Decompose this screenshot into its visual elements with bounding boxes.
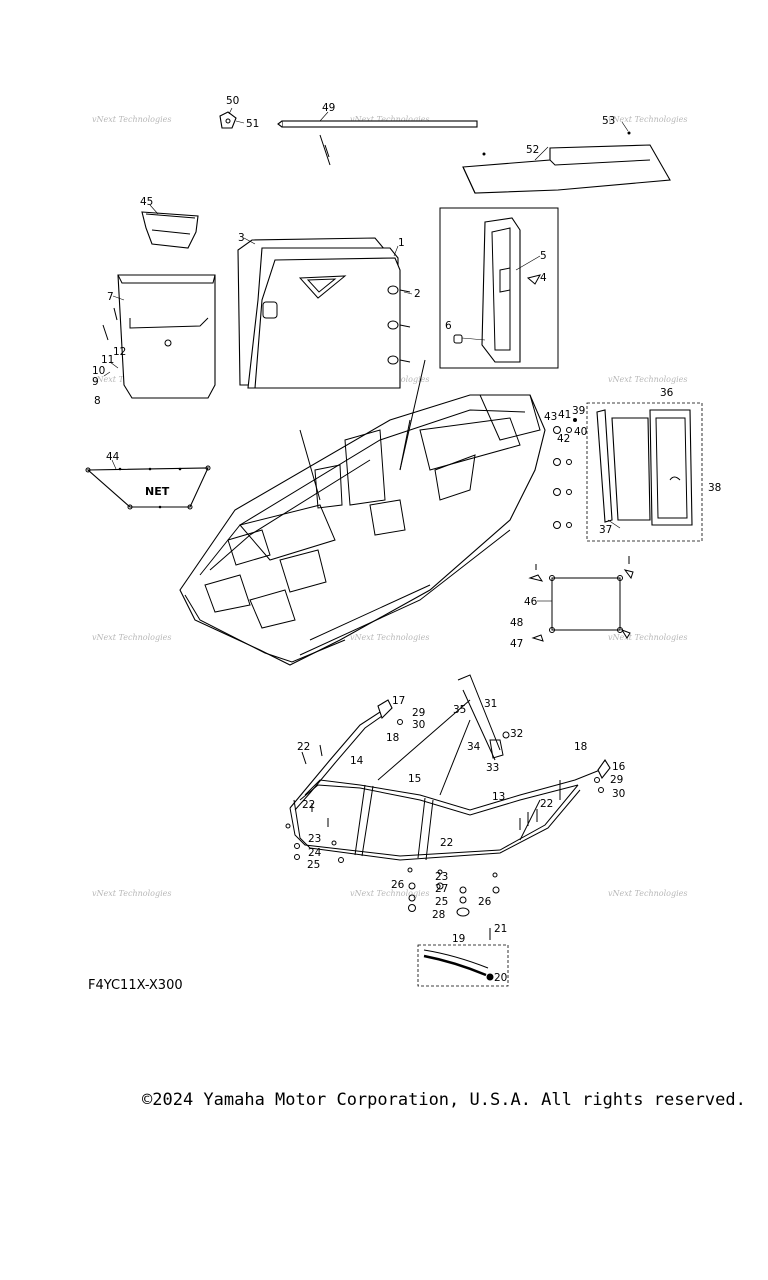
callout-9: 9 — [92, 376, 99, 388]
part-rod-49 — [277, 111, 478, 166]
watermark-text: vNext Technologies — [350, 115, 429, 124]
callout-23b: 23 — [435, 871, 448, 883]
callout-26a: 26 — [391, 879, 405, 891]
fastener-row — [285, 719, 604, 917]
callout-25a: 25 — [307, 859, 320, 871]
part-tray-45 — [141, 204, 199, 249]
callout-44: 44 — [106, 451, 120, 463]
callout-31: 31 — [484, 698, 497, 710]
callout-35: 35 — [453, 704, 466, 716]
callout-36: 36 — [660, 387, 674, 399]
callout-49: 49 — [322, 102, 335, 114]
callout-17: 17 — [392, 695, 405, 707]
watermark-text: vNext Technologies — [608, 633, 687, 642]
callout-16: 16 — [612, 761, 626, 773]
callout-53: 53 — [602, 115, 615, 127]
callout-52: 52 — [526, 144, 539, 156]
diagram-code: F4YC11X-X300 — [88, 978, 183, 993]
callout-29b: 29 — [610, 774, 623, 786]
callout-2: 2 — [414, 288, 421, 300]
callout-1: 1 — [398, 237, 405, 249]
callout-8: 8 — [94, 395, 101, 407]
callout-11: 11 — [101, 354, 114, 366]
callout-51: 51 — [246, 118, 259, 130]
watermark-text: vNext Technologies — [350, 889, 429, 898]
callout-28: 28 — [432, 909, 445, 921]
callout-14: 14 — [350, 755, 364, 767]
part-storage-52 — [462, 121, 671, 194]
watermark-text: vNext Technologies — [92, 889, 171, 898]
callout-6: 6 — [445, 320, 452, 332]
callout-3: 3 — [238, 232, 245, 244]
callout-22a: 22 — [297, 741, 310, 753]
callout-39: 39 — [572, 405, 585, 417]
callout-50: 50 — [226, 95, 239, 107]
watermark-text: vNext Technologies — [92, 115, 171, 124]
part-net-44: NET — [85, 459, 211, 510]
watermark-text: vNext Technologies — [608, 115, 687, 124]
callout-43: 43 — [544, 411, 557, 423]
part-clip-50 — [219, 107, 245, 129]
part-box-7 — [102, 274, 216, 399]
callout-38: 38 — [708, 482, 721, 494]
callout-41: 41 — [558, 409, 571, 421]
callout-23a: 23 — [308, 833, 321, 845]
watermark-text: vNext Technologies — [92, 633, 171, 642]
watermark-text: vNext Technologies — [608, 375, 687, 384]
callout-18a: 18 — [386, 732, 399, 744]
callout-19: 19 — [452, 933, 465, 945]
callout-48: 48 — [510, 617, 523, 629]
callout-46: 46 — [524, 596, 538, 608]
dashed-box-19 — [417, 928, 509, 987]
callout-30b: 30 — [612, 788, 625, 800]
dashed-box-36 — [586, 402, 703, 542]
callout-21: 21 — [494, 923, 507, 935]
copyright-notice: ©2024 Yamaha Motor Corporation, U.S.A. A… — [142, 1090, 746, 1110]
callout-22b: 22 — [302, 799, 315, 811]
boat-illustration — [179, 359, 546, 666]
watermark-text: vNext Technologies — [608, 889, 687, 898]
callout-18b: 18 — [574, 741, 587, 753]
net-label: NET — [145, 485, 170, 498]
callout-13: 13 — [492, 791, 505, 803]
callout-25b: 25 — [435, 896, 448, 908]
windshield-assembly — [285, 674, 611, 917]
callout-22d: 22 — [440, 837, 453, 849]
callout-34: 34 — [467, 741, 481, 753]
callout-20: 20 — [494, 972, 507, 984]
part-door-1 — [237, 237, 413, 389]
callout-42: 42 — [557, 433, 570, 445]
callout-26b: 26 — [478, 896, 492, 908]
callout-22c: 22 — [540, 798, 553, 810]
callout-29a: 29 — [412, 707, 425, 719]
hinge-set — [387, 285, 413, 365]
callout-5: 5 — [540, 250, 547, 262]
inset-door-detail — [439, 207, 559, 369]
callout-40: 40 — [574, 426, 587, 438]
fasteners-39-43 — [553, 418, 577, 529]
callout-24: 24 — [308, 847, 322, 859]
callout-4: 4 — [540, 272, 547, 284]
callout-33: 33 — [486, 762, 499, 774]
callout-15: 15 — [408, 773, 421, 785]
callout-45: 45 — [140, 196, 153, 208]
callout-30a: 30 — [412, 719, 425, 731]
callout-27: 27 — [435, 883, 448, 895]
part-net-46 — [528, 556, 634, 642]
callout-12: 12 — [113, 346, 126, 358]
callout-47: 47 — [510, 638, 523, 650]
callout-7: 7 — [107, 291, 114, 303]
callout-10: 10 — [92, 365, 105, 377]
callout-37: 37 — [599, 524, 612, 536]
watermark-text: vNext Technologies — [350, 633, 429, 642]
callout-32: 32 — [510, 728, 523, 740]
callout-labels: 1 2 3 4 5 6 7 8 9 10 11 12 13 14 15 16 1… — [92, 95, 721, 984]
